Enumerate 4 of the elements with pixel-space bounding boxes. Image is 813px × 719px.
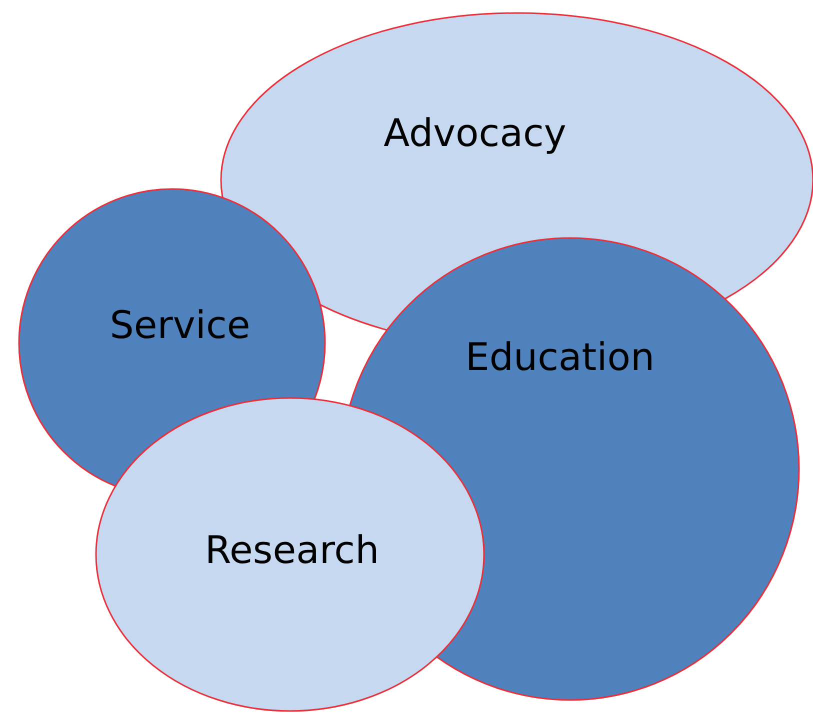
- ellipse-label: Research: [204, 528, 380, 572]
- ellipse-label: Advocacy: [384, 111, 566, 155]
- ellipse-label: Education: [465, 335, 655, 379]
- ellipse-label: Service: [110, 303, 250, 347]
